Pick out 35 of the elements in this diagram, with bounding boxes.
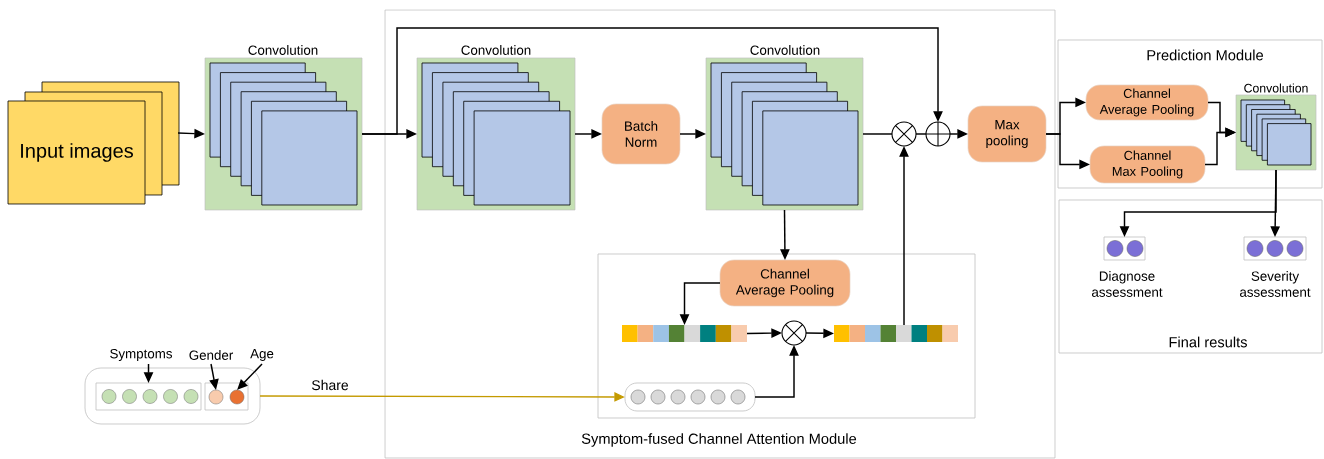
block-heading: Convolution	[461, 45, 531, 55]
module-title: Symptom-fused Channel Attention Module	[581, 433, 857, 447]
input-circle	[208, 389, 224, 405]
connector-line	[862, 133, 893, 135]
edge-label: Share	[310, 378, 350, 392]
patient-info-box	[84, 367, 261, 425]
output-label: Severity assessment	[1240, 271, 1311, 297]
input-circle	[229, 389, 245, 405]
process-box: Channel Average Pooling	[719, 259, 851, 307]
multiply-symbol	[781, 320, 807, 346]
module-title: Prediction Module	[1147, 49, 1263, 61]
process-box: Channel Average Pooling	[1085, 84, 1209, 121]
field-label: Symptoms	[110, 348, 172, 361]
module-frame	[597, 253, 976, 419]
field-label: Gender	[189, 350, 234, 360]
circle-group	[95, 382, 202, 411]
feature-vector	[834, 325, 958, 342]
arrow	[361, 27, 943, 135]
multiply-symbol	[891, 121, 917, 147]
circle-group	[204, 382, 249, 411]
image-stack: Input images	[7, 81, 180, 205]
add-symbol	[925, 121, 951, 147]
block-heading: Convolution	[750, 45, 820, 55]
field-label: Age	[250, 349, 274, 361]
block-heading: Convolution	[248, 45, 318, 55]
embedding-vector	[624, 382, 756, 412]
process-box: Max pooling	[967, 105, 1047, 163]
block-heading: Convolution	[1244, 83, 1308, 93]
process-box: Batch Norm	[601, 103, 681, 165]
process-box: Channel Max Pooling	[1089, 145, 1206, 184]
leader-line	[237, 363, 263, 390]
connector-line	[915, 133, 927, 135]
feature-vector	[622, 325, 747, 342]
output-label: Diagnose assessment	[1092, 271, 1163, 297]
module-title: Final results	[1169, 336, 1247, 348]
